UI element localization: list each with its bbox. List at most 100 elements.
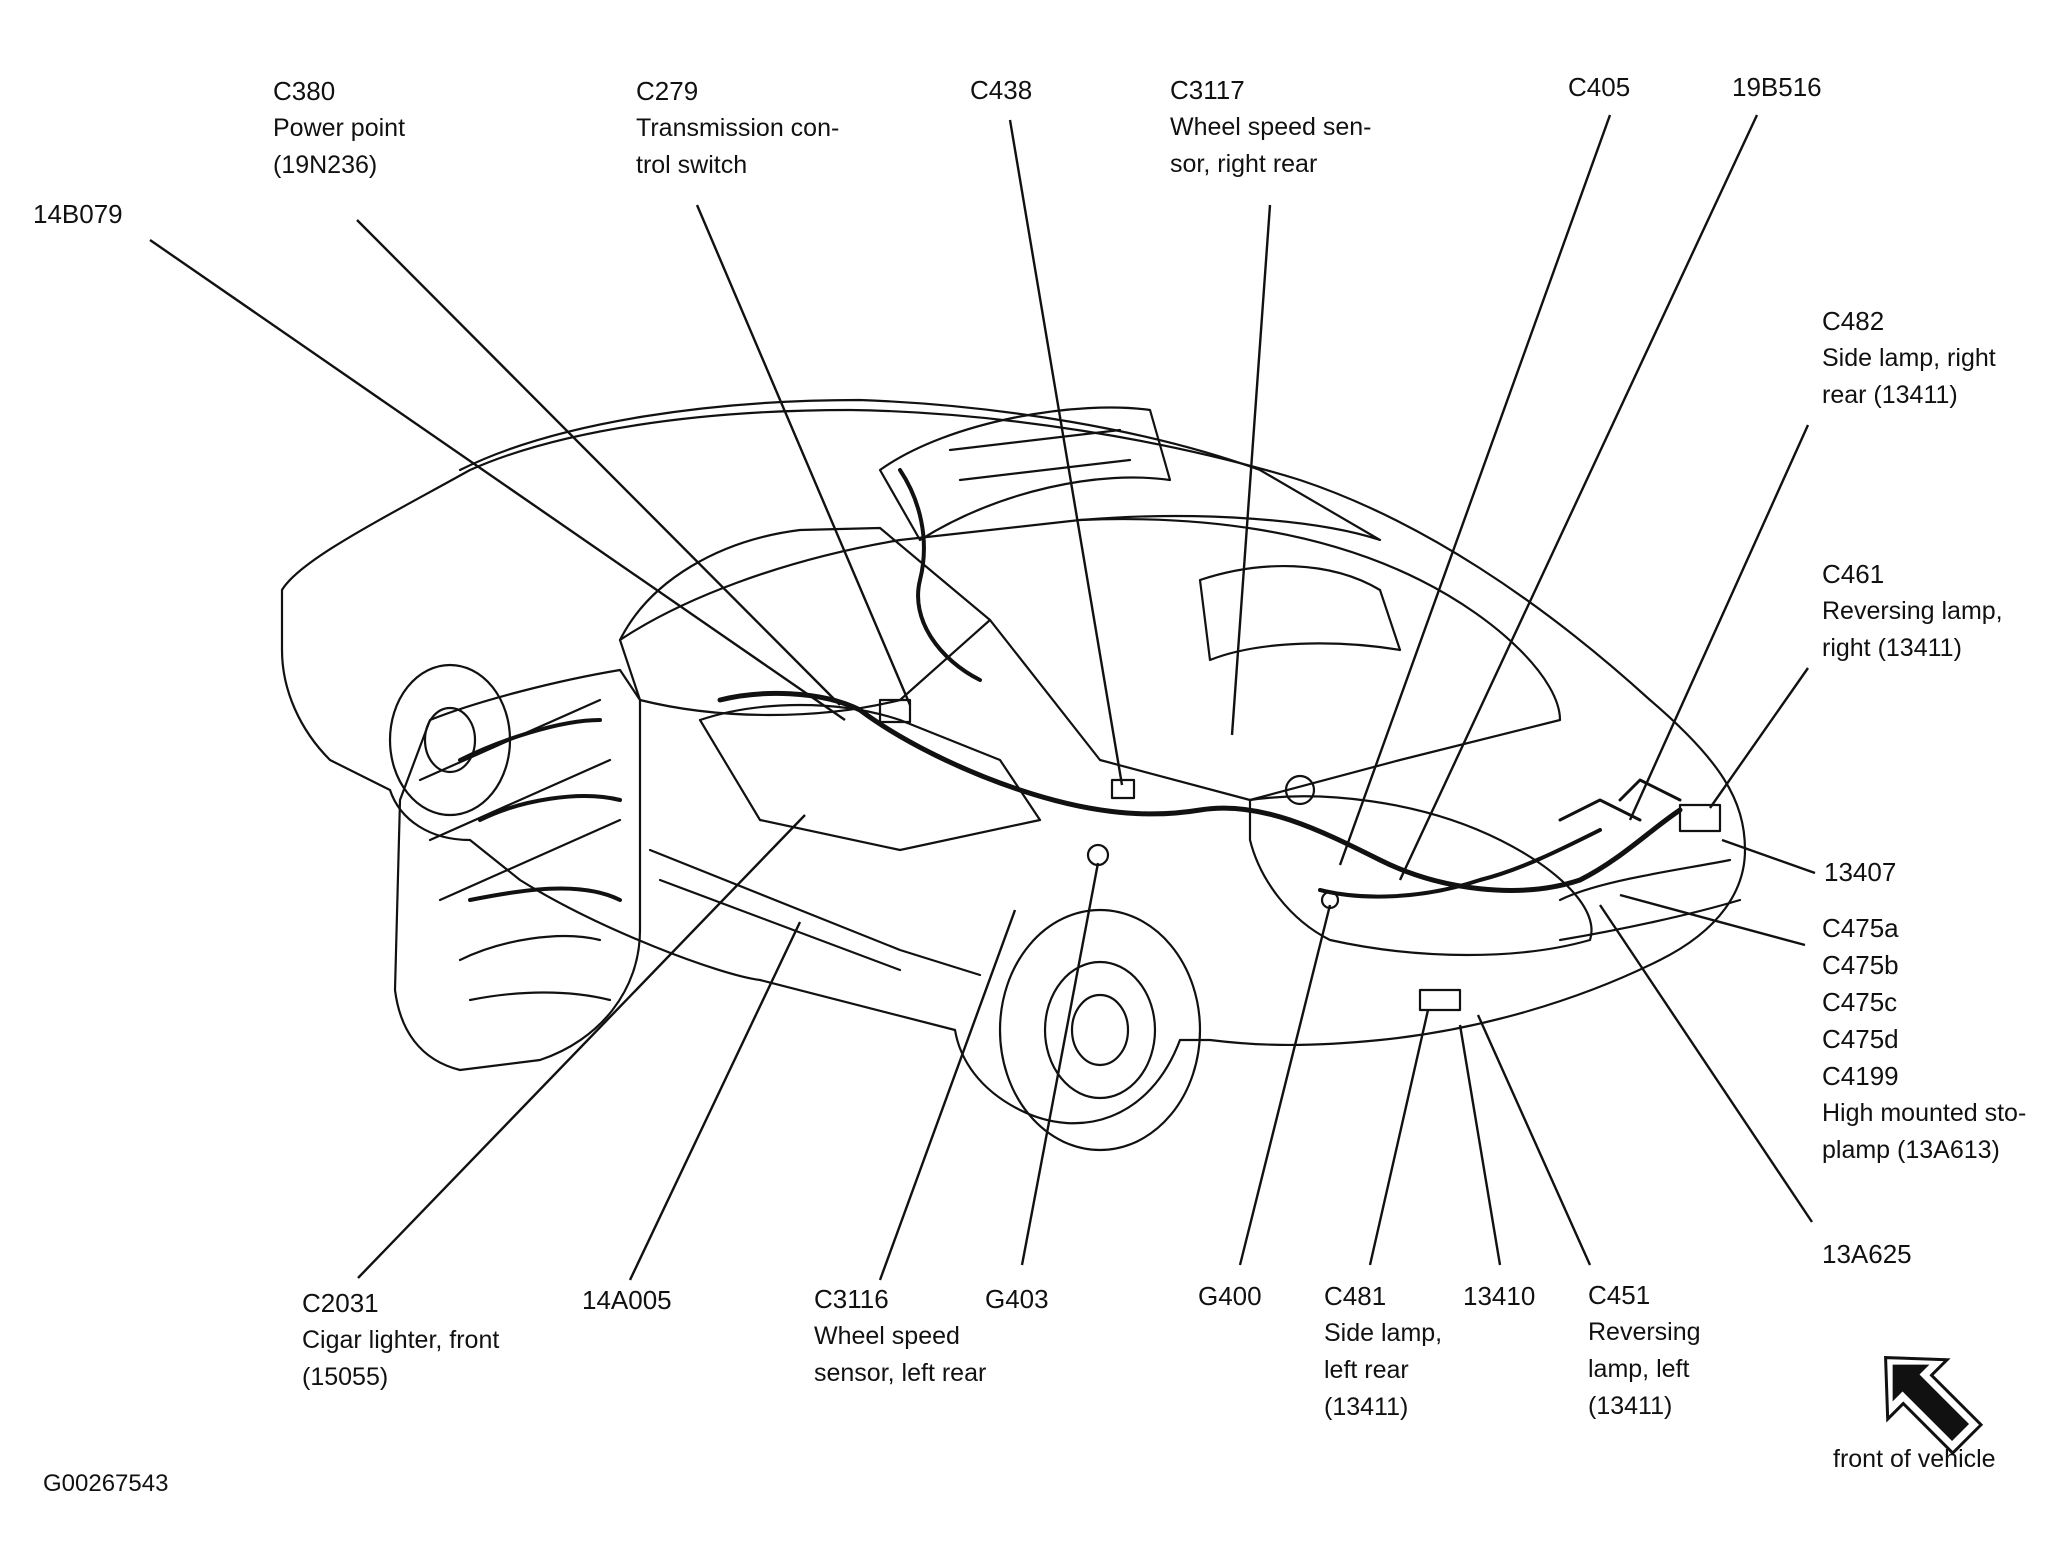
label-c451: C451 Reversing lamp, left (13411) — [1588, 1277, 1701, 1425]
car-body-outline — [280, 408, 1747, 1125]
label-c438-id: C438 — [970, 75, 1033, 105]
leader-13410 — [1458, 1024, 1502, 1266]
harness-upper — [898, 468, 982, 682]
label-14b079-id: 14B079 — [33, 199, 123, 229]
label-c279: C279 Transmission con- trol switch — [636, 73, 839, 184]
label-c3116-line1: Wheel speed — [814, 1322, 960, 1350]
package-tray — [878, 406, 1172, 542]
sill — [648, 848, 982, 977]
label-c482-id: C482 — [1822, 306, 1885, 336]
label-13407: 13407 — [1824, 854, 1896, 891]
leader-c3117 — [1230, 204, 1272, 736]
front-of-vehicle-label: front of vehicle — [1833, 1445, 1996, 1473]
leader-13a625 — [1599, 904, 1813, 1223]
label-19b516: 19B516 — [1732, 69, 1822, 106]
label-c2031-id: C2031 — [302, 1288, 379, 1318]
leader-g400 — [1238, 904, 1332, 1266]
leader-g403 — [1020, 862, 1100, 1266]
leader-c451 — [1476, 1014, 1592, 1266]
label-c451-line1: Reversing — [1588, 1318, 1701, 1346]
leader-13407 — [1721, 838, 1816, 875]
label-13410: 13410 — [1463, 1278, 1535, 1315]
label-c481-line3: (13411) — [1324, 1393, 1409, 1421]
rear-wheel — [998, 908, 1202, 1152]
label-13a625: 13A625 — [1822, 1236, 1912, 1273]
label-c405: C405 — [1568, 69, 1630, 106]
label-c481: C481 Side lamp, left rear (13411) — [1324, 1278, 1442, 1426]
leader-c475 — [1619, 893, 1806, 947]
roof-line — [458, 398, 1382, 642]
label-13407-id: 13407 — [1824, 857, 1897, 887]
label-c451-id: C451 — [1588, 1280, 1651, 1310]
label-c475a: C475a — [1822, 913, 1899, 943]
label-c2031-line1: Cigar lighter, front — [302, 1326, 500, 1354]
label-c3117-line2: sor, right rear — [1170, 150, 1318, 178]
label-c405-id: C405 — [1568, 72, 1631, 102]
label-c461-line2: right (13411) — [1822, 634, 1962, 662]
rear-deck — [988, 518, 1562, 802]
leader-14a005 — [628, 921, 802, 1281]
front-wheel — [388, 663, 512, 817]
label-c482-line2: rear (13411) — [1822, 381, 1958, 409]
harness-door — [458, 718, 622, 902]
label-c279-line1: Transmission con- — [636, 114, 840, 142]
label-c481-line1: Side lamp, — [1324, 1319, 1443, 1347]
leader-c380 — [356, 219, 841, 706]
label-c2031-line2: (15055) — [302, 1363, 389, 1391]
label-g403-id: G403 — [985, 1284, 1049, 1314]
label-g400: G400 — [1198, 1278, 1262, 1315]
label-c482-line1: Side lamp, right — [1822, 344, 1996, 372]
label-c451-line2: lamp, left — [1588, 1355, 1690, 1383]
label-14a005-id: 14A005 — [582, 1285, 672, 1315]
label-13410-id: 13410 — [1463, 1281, 1536, 1311]
label-c482: C482 Side lamp, right rear (13411) — [1822, 303, 1996, 414]
label-c380-line1: Power point — [273, 114, 406, 142]
label-c3116-line2: sensor, left rear — [814, 1359, 987, 1387]
leader-c482 — [1628, 424, 1810, 821]
label-c475d: C475d — [1822, 1024, 1899, 1054]
label-g400-id: G400 — [1198, 1281, 1262, 1311]
leader-c405 — [1338, 114, 1612, 866]
label-c380: C380 Power point (19N236) — [273, 73, 405, 184]
label-c461-id: C461 — [1822, 559, 1885, 589]
harness-trunk — [1318, 828, 1602, 899]
label-stoplamp-line2: plamp (13A613) — [1822, 1136, 2000, 1164]
label-c461-line1: Reversing lamp, — [1822, 597, 2003, 625]
label-g403: G403 — [985, 1281, 1049, 1318]
trunk-opening — [1248, 795, 1593, 957]
front-arrow-icon — [1884, 1356, 1984, 1456]
floor-pan — [698, 703, 1042, 852]
label-c380-line2: (19N236) — [273, 151, 378, 179]
harness-main — [717, 690, 1683, 893]
label-c3117: C3117 Wheel speed sen- sor, right rear — [1170, 72, 1372, 183]
leader-c2031 — [357, 814, 806, 1279]
label-c475b: C475b — [1822, 950, 1899, 980]
label-14a005: 14A005 — [582, 1282, 672, 1319]
label-c3116: C3116 Wheel speed sensor, left rear — [814, 1281, 986, 1392]
windshield — [618, 526, 992, 717]
rear-seat — [1198, 564, 1402, 662]
leader-c461 — [1709, 667, 1809, 809]
label-c4199: C4199 — [1822, 1061, 1899, 1091]
leader-14b079 — [149, 239, 846, 721]
label-c279-line2: trol switch — [636, 151, 748, 179]
figure-id: G00267543 — [43, 1470, 169, 1497]
label-13a625-id: 13A625 — [1822, 1239, 1912, 1269]
label-c451-line3: (13411) — [1588, 1392, 1673, 1420]
label-c2031: C2031 Cigar lighter, front (15055) — [302, 1285, 499, 1396]
label-14b079: 14B079 — [33, 196, 123, 233]
label-c461: C461 Reversing lamp, right (13411) — [1822, 556, 2003, 667]
label-c3117-id: C3117 — [1170, 75, 1245, 105]
label-c380-id: C380 — [273, 76, 336, 106]
open-door — [393, 668, 642, 1072]
leader-c438 — [1008, 119, 1124, 786]
connector-c438 — [1110, 778, 1136, 800]
label-c438: C438 — [970, 72, 1032, 109]
leader-c3116 — [878, 909, 1017, 1281]
label-stoplamp-line1: High mounted sto- — [1822, 1099, 2027, 1127]
label-19b516-id: 19B516 — [1732, 72, 1822, 102]
leader-lines — [149, 114, 1816, 1281]
leader-c279 — [695, 204, 912, 706]
